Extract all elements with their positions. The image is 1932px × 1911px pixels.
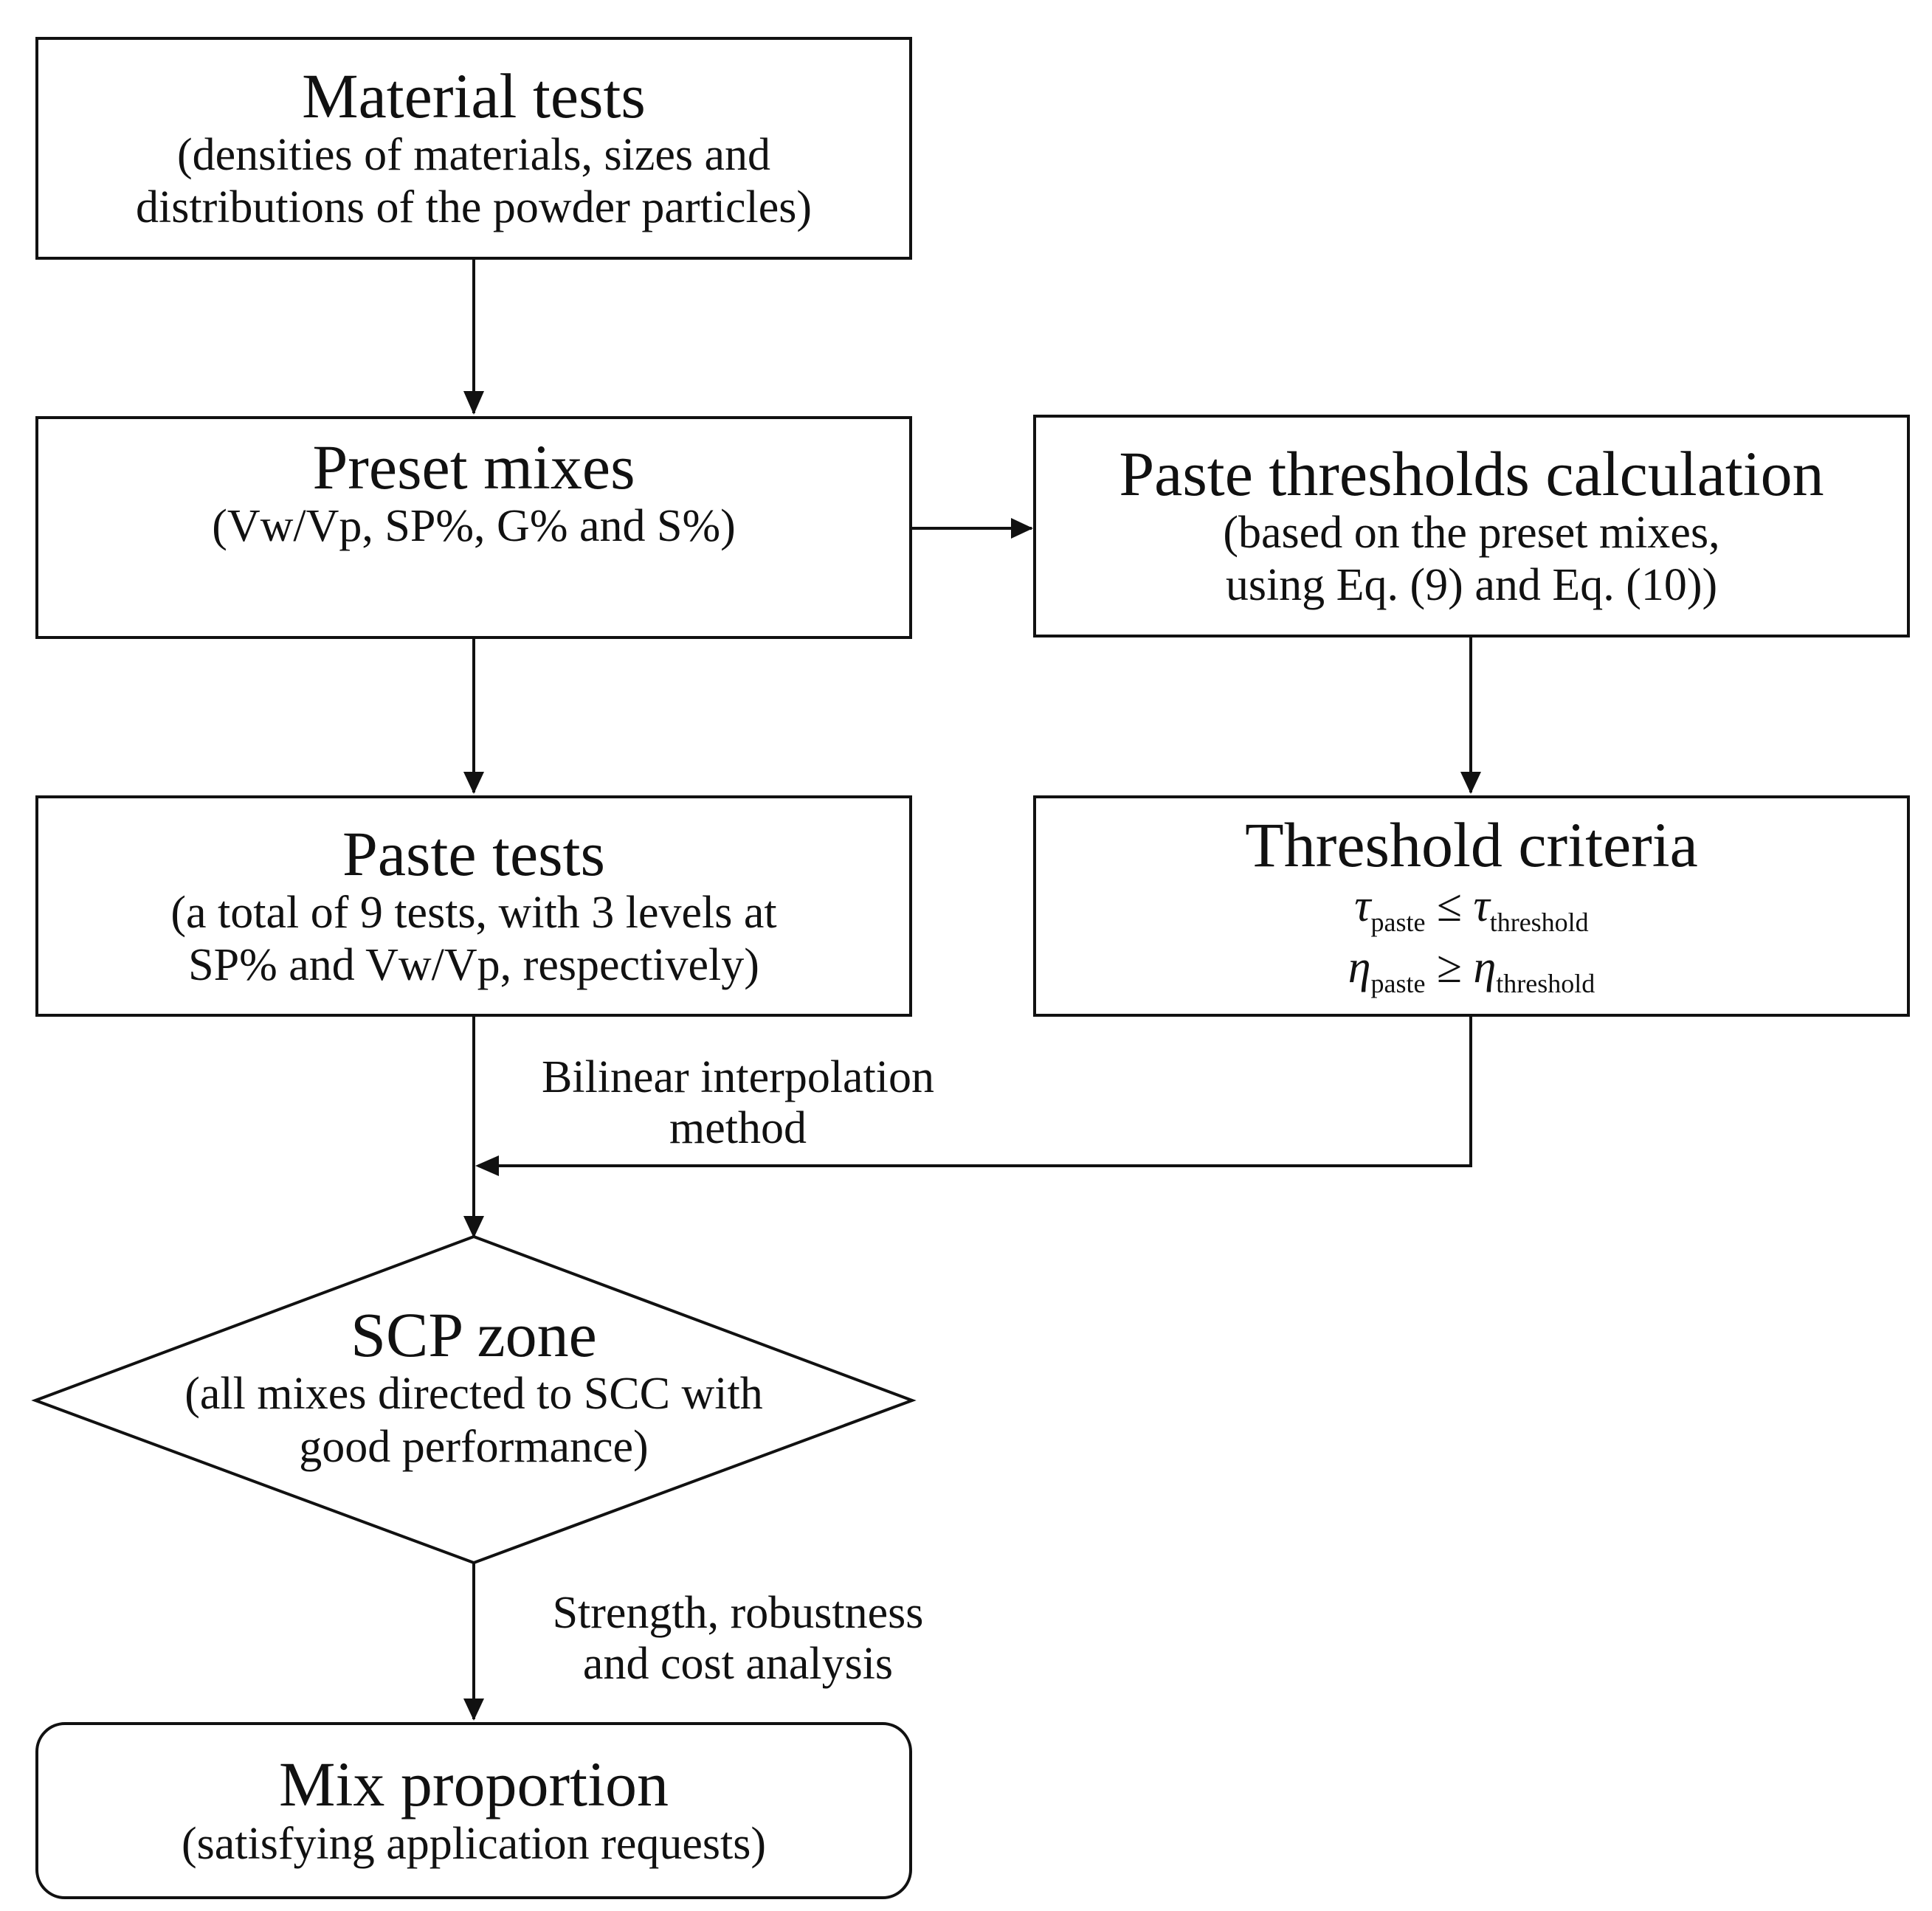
material-tests-box: Material tests (densities of materials, … — [35, 37, 912, 260]
preset-mixes-title: Preset mixes — [312, 432, 635, 502]
strength-label-line2: and cost analysis — [582, 1639, 894, 1690]
scp-zone-title: SCP zone — [351, 1299, 597, 1370]
arrowhead-thresholds-to-criteria — [1460, 772, 1481, 794]
connector-criteria-to-merge — [478, 1017, 1472, 1167]
yield-stress-criterion: τpaste ≤ τthreshold — [1354, 878, 1588, 939]
material-tests-detail-line1: (densities of materials, sizes and — [176, 129, 771, 180]
scp-zone-detail-line2: good performance) — [299, 1421, 649, 1472]
arrowhead-material-to-preset — [463, 391, 484, 415]
tau-threshold-symbol: τ — [1473, 881, 1490, 932]
paste-thresholds-detail-line1: (based on the preset mixes, — [1223, 507, 1720, 558]
paste-tests-detail-line1: (a total of 9 tests, with 3 levels at — [170, 887, 777, 938]
paste-thresholds-detail-line2: using Eq. (9) and Eq. (10)) — [1225, 560, 1718, 611]
paste-thresholds-title: Paste thresholds calculation — [1119, 438, 1824, 509]
eta-threshold-subscript: threshold — [1496, 969, 1595, 999]
scp-zone-detail-line1: (all mixes directed to SCC with — [184, 1369, 763, 1420]
paste-thresholds-box: Paste thresholds calculation (based on t… — [1033, 415, 1910, 637]
strength-label-line1: Strength, robustness — [552, 1588, 924, 1638]
bilinear-interpolation-label: Bilinear interpolation method — [494, 1052, 981, 1155]
strength-analysis-label: Strength, robustness and cost analysis — [502, 1588, 974, 1690]
paste-tests-detail-line2: SP% and Vw/Vp, respectively) — [188, 940, 759, 991]
material-tests-title: Material tests — [302, 60, 646, 131]
bilinear-label-line1: Bilinear interpolation — [541, 1052, 935, 1102]
paste-tests-title: Paste tests — [342, 818, 605, 889]
material-tests-detail-line2: distributions of the powder particles) — [135, 182, 812, 233]
mix-proportion-box: Mix proportion (satisfying application r… — [35, 1722, 912, 1899]
threshold-criteria-box: Threshold criteria τpaste ≤ τthreshold η… — [1033, 795, 1910, 1017]
scp-zone-diamond — [31, 1234, 917, 1565]
paste-tests-box: Paste tests (a total of 9 tests, with 3 … — [35, 795, 912, 1017]
mix-proportion-title: Mix proportion — [279, 1749, 669, 1820]
scp-zone-text: SCP zone (all mixes directed to SCC with… — [105, 1302, 843, 1473]
arrowhead-criteria-merge — [475, 1155, 499, 1176]
arrowhead-paste-tests-to-scp — [463, 1216, 484, 1238]
arrowhead-scp-to-mix — [463, 1699, 484, 1721]
tau-threshold-subscript: threshold — [1489, 908, 1589, 938]
eta-symbol: η — [1348, 942, 1371, 993]
threshold-criteria-title: Threshold criteria — [1245, 809, 1698, 880]
arrowhead-preset-to-thresholds — [1011, 518, 1033, 539]
arrowhead-preset-to-paste-tests — [463, 772, 484, 794]
preset-mixes-box: Preset mixes (Vw/Vp, SP%, G% and S%) — [35, 416, 912, 639]
eta-threshold-symbol: η — [1473, 942, 1497, 993]
bilinear-label-line2: method — [669, 1103, 807, 1154]
tau-paste-subscript: paste — [1370, 908, 1426, 938]
tau-symbol: τ — [1354, 881, 1371, 932]
eta-paste-subscript: paste — [1370, 969, 1426, 999]
preset-mixes-detail: (Vw/Vp, SP%, G% and S%) — [212, 501, 736, 552]
mix-proportion-detail: (satisfying application requests) — [181, 1818, 766, 1869]
viscosity-criterion: ηpaste ≥ ηthreshold — [1348, 939, 1595, 1001]
less-equal-operator: ≤ — [1436, 881, 1462, 932]
greater-equal-operator: ≥ — [1436, 942, 1462, 993]
